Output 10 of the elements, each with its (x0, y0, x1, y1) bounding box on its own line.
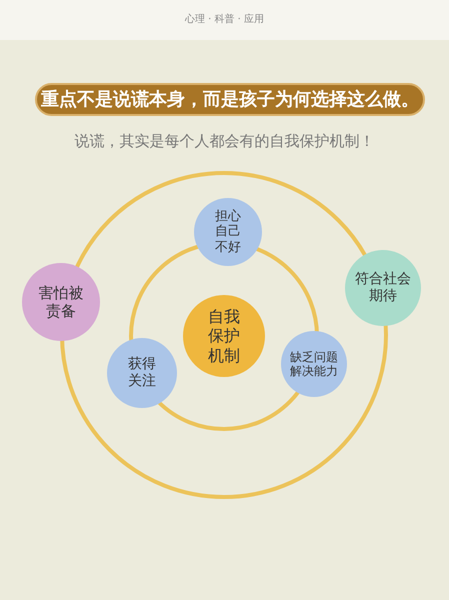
banner-text: 重点不是说谎本身，而是孩子为何选择这么做。 (41, 88, 419, 110)
banner (35, 83, 425, 116)
circle-label: 害怕被责备 (38, 284, 84, 320)
circle-label: 符合社会期待 (354, 271, 412, 305)
header-text: 心理 · 科普 · 应用 (184, 12, 266, 26)
circle-label: 获得关注 (128, 356, 156, 390)
circle-label: 缺乏问题解决能力 (290, 350, 338, 378)
circle-label: 担心自己不好 (214, 208, 242, 256)
circle-label: 自我保护机制 (208, 307, 240, 365)
subtitle: 说谎，其实是每个人都会有的自我保护机制！ (74, 132, 376, 151)
